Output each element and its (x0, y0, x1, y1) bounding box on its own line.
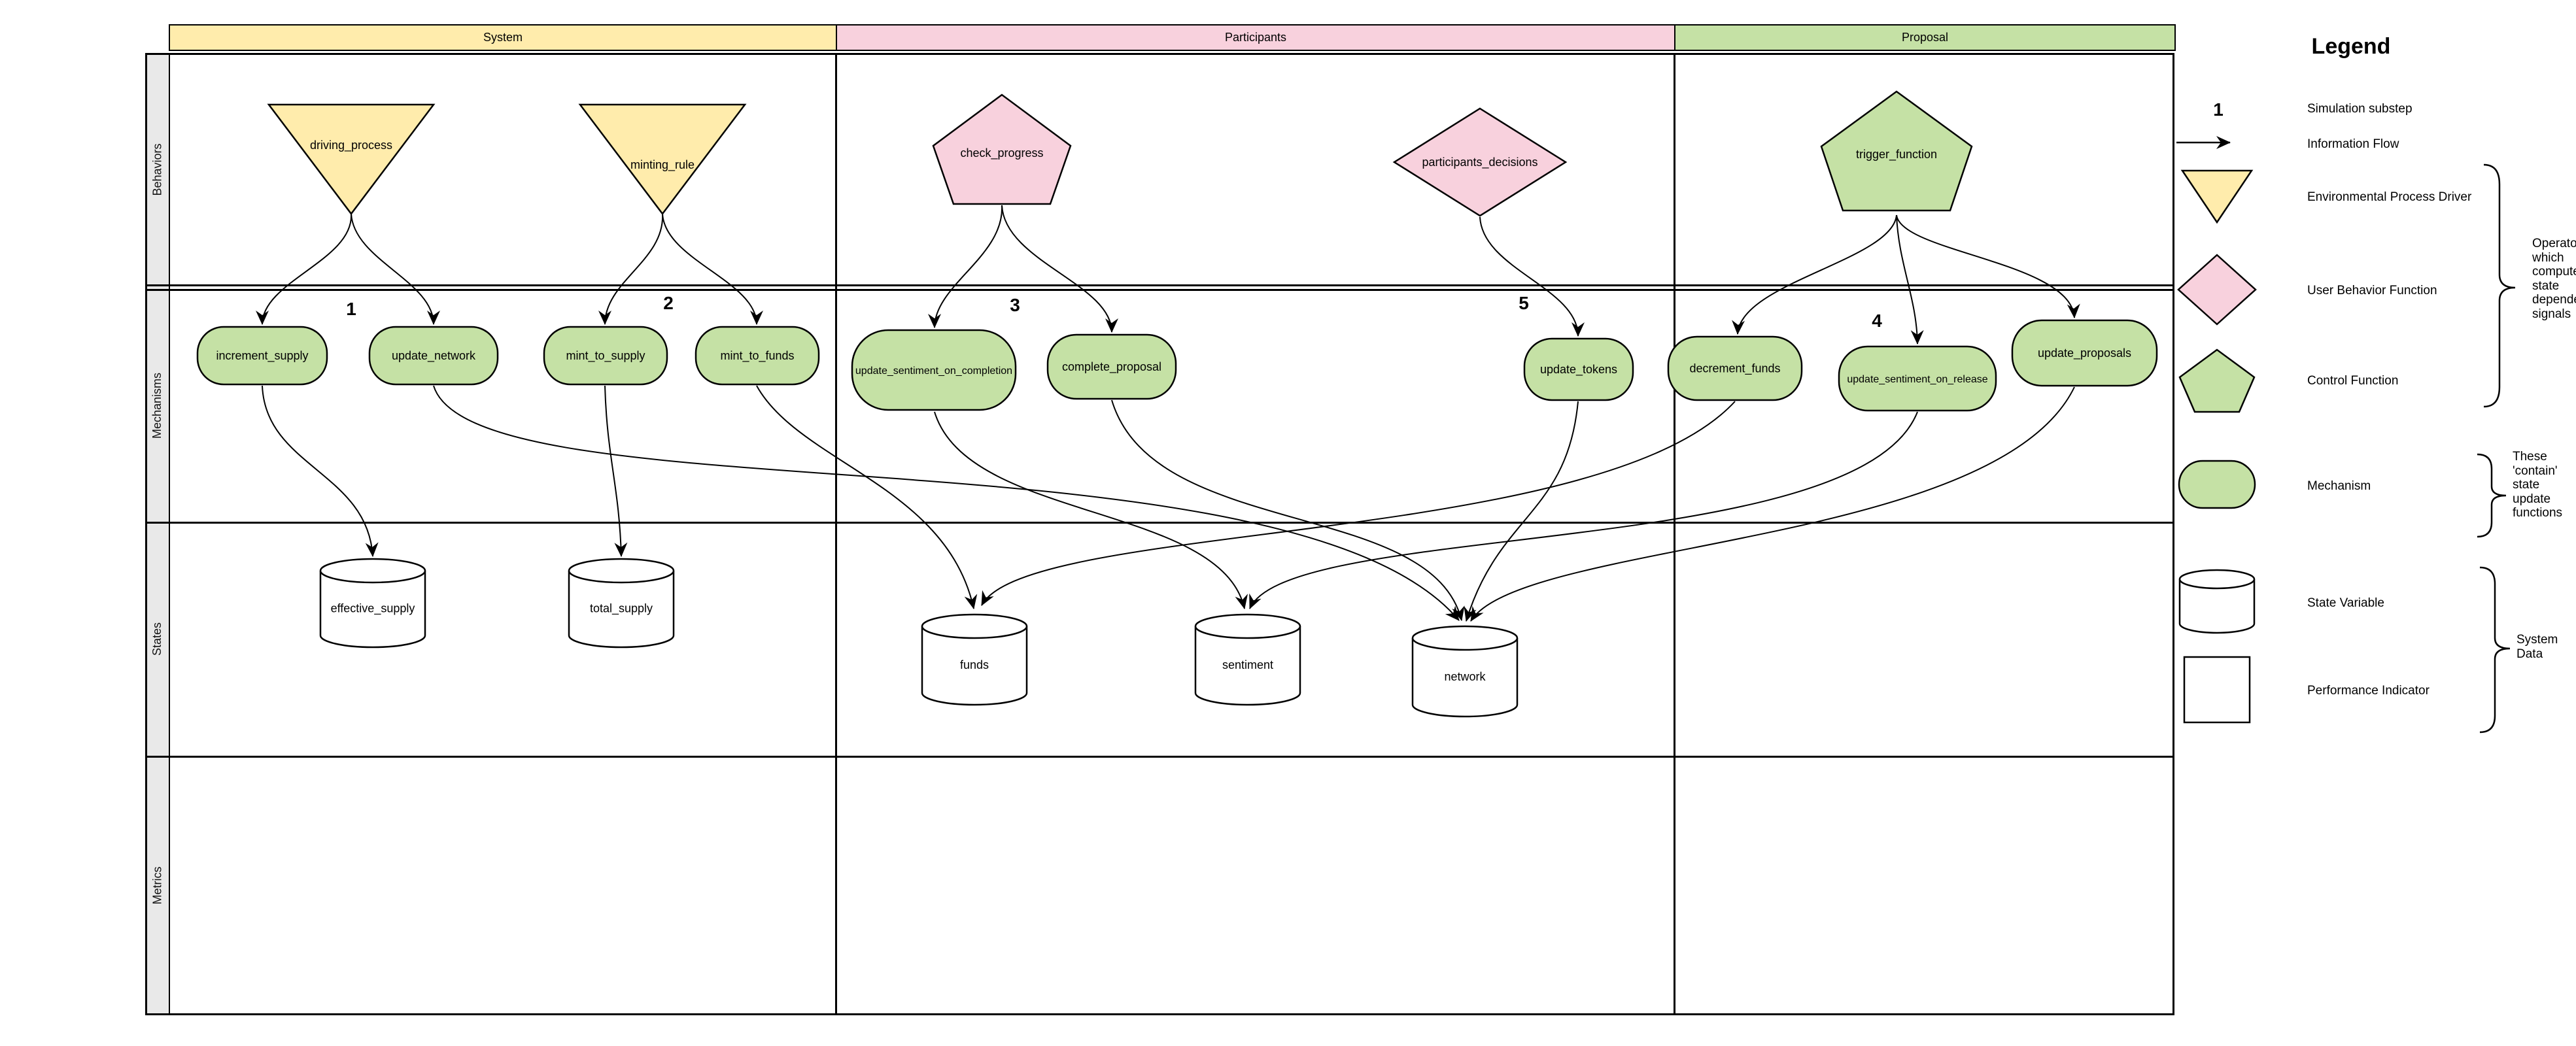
lane-header-participants-label: Participants (1224, 31, 1287, 44)
annotation-line: System (2516, 633, 2558, 647)
row-label-metrics: Metrics (145, 756, 170, 1015)
annotation-line: update (2513, 492, 2551, 506)
legend-pentagon-icon (2178, 348, 2256, 413)
legend-cylinder-icon (2178, 579, 2256, 634)
brace-state-update (2477, 453, 2507, 538)
legend-title: Legend (2312, 34, 2391, 59)
row-label-mechanisms: Mechanisms (145, 289, 170, 522)
legend-item-label: Performance Indicator (2307, 684, 2430, 698)
legend-diamond-icon (2177, 254, 2257, 326)
brace-operators (2483, 163, 2516, 408)
lane-header-proposal-label: Proposal (1901, 31, 1949, 44)
lane-divider-system-participants (835, 53, 837, 1015)
legend-braces (2477, 163, 2516, 734)
row-divider-behaviors-mechanisms (145, 284, 2174, 286)
annotation-operators: Operatorswhichcomputestatedependentsigna… (2532, 237, 2576, 321)
legend-item-label: Simulation substep (2307, 102, 2413, 116)
legend-square-icon (2183, 656, 2251, 724)
annotation-line: which (2532, 250, 2564, 265)
annotation-line: signals (2532, 307, 2571, 321)
lane-header-participants: Participants (836, 24, 1675, 51)
annotation-line: These (2513, 450, 2547, 464)
annotation-line: functions (2513, 506, 2563, 520)
annotation-line: Data (2516, 647, 2543, 661)
lane-header-proposal: Proposal (1674, 24, 2176, 51)
row-label-metrics-text: Metrics (150, 866, 164, 905)
legend-item-cylinder: State Variable (2178, 569, 2384, 634)
row-divider-mechanisms-states (145, 522, 2174, 524)
lane-header-system-label: System (483, 31, 523, 44)
legend-item-label: State Variable (2307, 596, 2384, 610)
row-label-mechanisms-text: Mechanisms (150, 372, 164, 439)
row-label-behaviors-text: Behaviors (150, 143, 164, 196)
annotation-line: state (2513, 478, 2540, 492)
row-divider-behaviors-mechanisms-2 (145, 289, 2174, 291)
legend-item-square: Performance Indicator (2183, 656, 2430, 724)
legend-item-label: Information Flow (2307, 137, 2399, 151)
lane-header-system: System (169, 24, 837, 51)
row-label-states: States (145, 522, 170, 756)
legend-item-triangle: Environmental Process Driver (2180, 169, 2472, 224)
row-label-behaviors: Behaviors (145, 53, 170, 286)
legend-item-pentagon: Control Function (2178, 348, 2398, 413)
legend-item-arrow: Information Flow (2176, 136, 2399, 151)
legend-item-label: Control Function (2307, 374, 2398, 388)
annotation-line: dependent (2532, 293, 2576, 307)
annotation-line: 'contain' (2513, 464, 2558, 478)
annotation-line: Operators (2532, 237, 2576, 250)
row-divider-states-metrics (145, 756, 2174, 758)
legend-item-stadium: Mechanism (2178, 460, 2371, 509)
legend-item-label: User Behavior Function (2307, 284, 2437, 297)
legend-substep-number: 1 (2213, 99, 2224, 120)
legend-item-label: Environmental Process Driver (2307, 190, 2472, 204)
legend-item-diamond: User Behavior Function (2177, 254, 2437, 326)
annotation-line: state (2532, 278, 2560, 293)
legend-stadium-icon (2178, 460, 2256, 509)
legend-item-label: Mechanism (2307, 479, 2371, 493)
legend-item-substep-number: 1 Simulation substep (2213, 99, 2412, 120)
annotation-line: compute (2532, 265, 2576, 278)
diagram-outer-border (145, 53, 2174, 1015)
brace-system-data (2479, 566, 2511, 734)
lane-divider-participants-proposal (1674, 53, 1675, 1015)
legend-triangle-icon (2180, 169, 2254, 224)
row-label-states-text: States (150, 622, 164, 656)
